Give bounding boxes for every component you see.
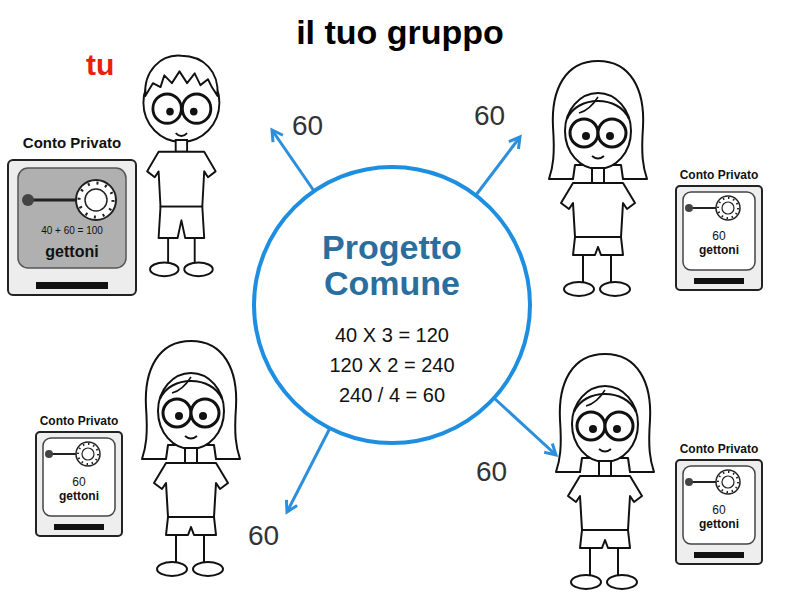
- private-account: Conto Privato 60gettoni: [669, 168, 769, 257]
- diagram-title: il tuo gruppo: [0, 12, 800, 52]
- account-amount: 60: [29, 475, 129, 489]
- calculation-line: 120 X 2 = 240: [252, 353, 532, 377]
- token-label: gettoni: [669, 243, 769, 257]
- player-figure: [549, 61, 647, 296]
- account-amount: 40 + 60 = 100: [2, 224, 142, 238]
- account-heading: Conto Privato: [669, 442, 769, 457]
- share-amount: 60: [474, 100, 505, 132]
- player-figure: [143, 56, 219, 277]
- project-title: Progetto Comune: [282, 229, 502, 301]
- account-amount: 60: [669, 229, 769, 243]
- player-figure: [142, 341, 240, 576]
- private-account: Conto Privato 60gettoni: [29, 414, 129, 503]
- share-amount: 60: [292, 110, 323, 142]
- account-heading: Conto Privato: [29, 414, 129, 429]
- calculation-line: 240 / 4 = 60: [252, 383, 532, 407]
- token-label: gettoni: [29, 489, 129, 503]
- account-heading: Conto Privato: [2, 134, 142, 152]
- account-heading: Conto Privato: [669, 168, 769, 183]
- token-label: gettoni: [669, 517, 769, 531]
- private-account: Conto Privato 40 + 60 = 100 gettoni: [2, 134, 142, 261]
- share-amount: 60: [476, 456, 507, 488]
- player-label: tu: [86, 48, 114, 83]
- private-account: Conto Privato 60gettoni: [669, 442, 769, 531]
- common-project-circle: Progetto Comune 40 X 3 = 120 120 X 2 = 240…: [252, 165, 532, 445]
- account-amount: 60: [669, 503, 769, 517]
- player-figure: [556, 354, 654, 589]
- calculation-line: 40 X 3 = 120: [252, 323, 532, 347]
- share-amount: 60: [248, 520, 279, 552]
- token-label: gettoni: [2, 242, 142, 261]
